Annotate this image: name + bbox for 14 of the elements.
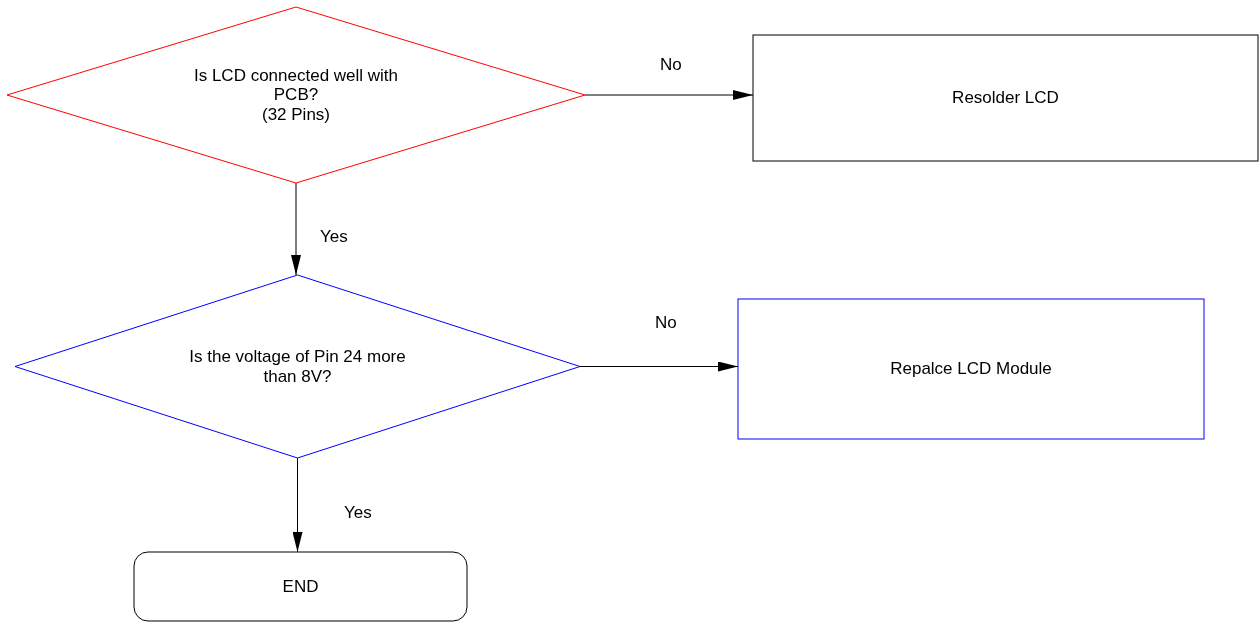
step-text: Resolder LCD (952, 88, 1059, 108)
arrow (584, 90, 754, 100)
edge-label: No (655, 313, 677, 333)
step-text: Repalce LCD Module (890, 359, 1052, 379)
arrow (291, 182, 301, 276)
arrow (292, 457, 303, 553)
question-text: Is LCD connected well with PCB? (192, 65, 400, 105)
edge-label: Yes (320, 227, 348, 247)
edge-label: Yes (344, 503, 372, 523)
arrow (579, 361, 739, 372)
step-text: END (282, 576, 319, 597)
edge-label: No (660, 55, 682, 75)
question-text: (32 Pins) (262, 104, 330, 125)
question-text: Is the voltage of Pin 24 more than 8V? (188, 346, 407, 387)
